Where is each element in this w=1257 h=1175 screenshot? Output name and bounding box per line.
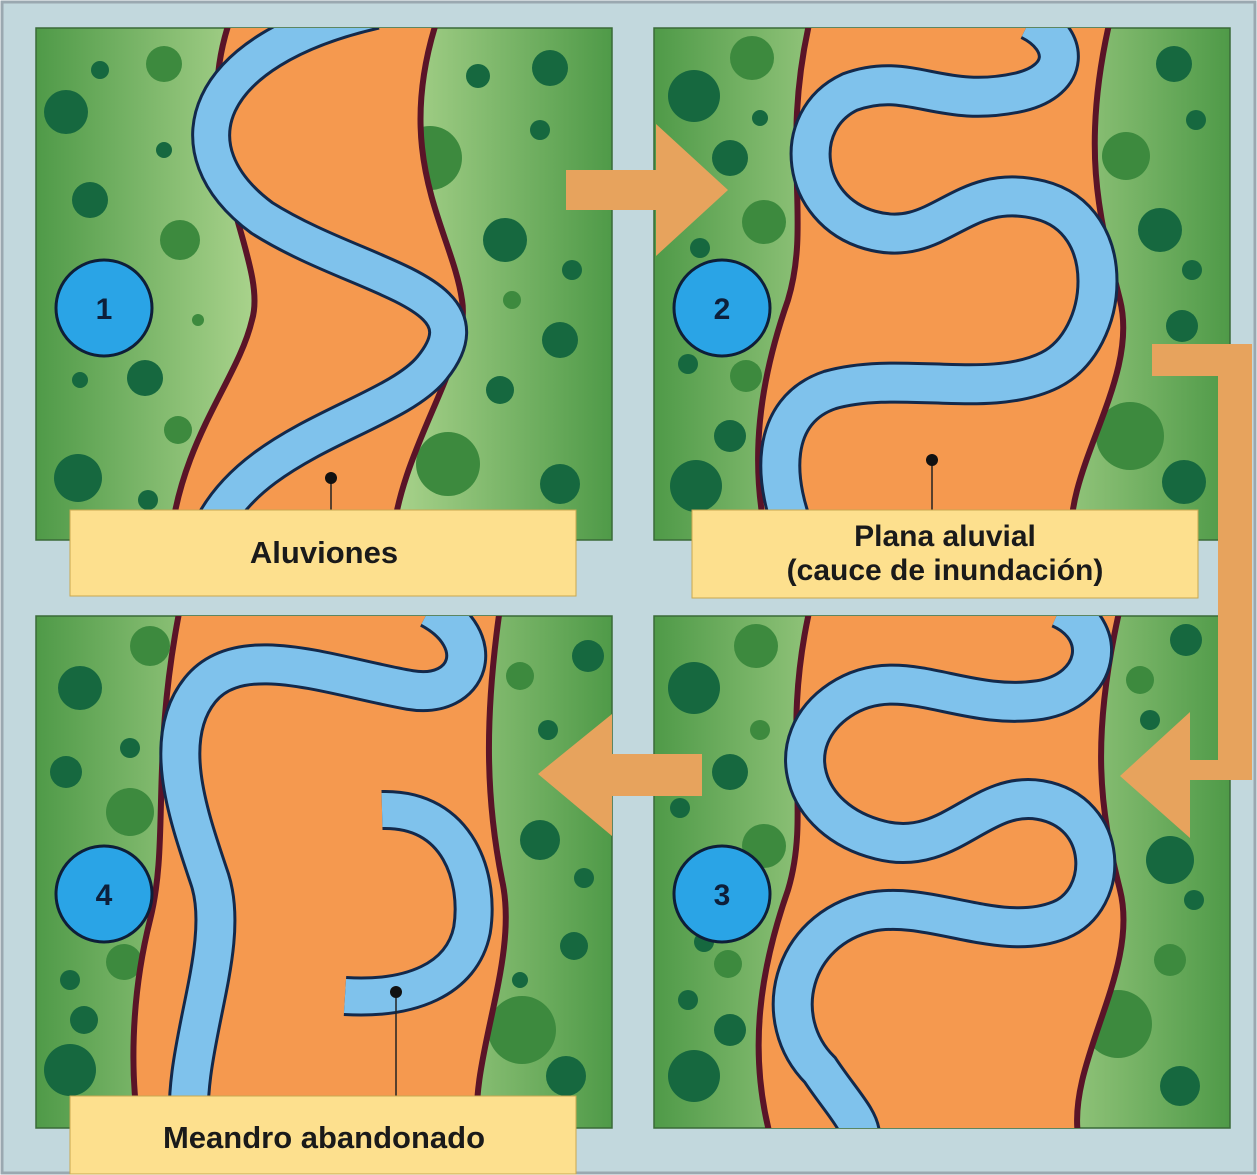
- label-plana-aluvial: Plana aluvial (cauce de inundación): [692, 510, 1198, 598]
- panel-3: 3: [654, 608, 1230, 1135]
- label-meandro-abandonado: Meandro abandonado: [70, 1096, 576, 1174]
- panel-2: 2: [654, 20, 1230, 545]
- panel-1-number: 1: [96, 293, 113, 326]
- label-plana-line1: Plana aluvial: [854, 520, 1036, 553]
- label-meandro-text: Meandro abandonado: [163, 1120, 485, 1155]
- label-plana-line2: (cauce de inundación): [787, 554, 1104, 587]
- label-aluviones: Aluviones: [70, 510, 576, 596]
- panel-4: 4: [36, 608, 612, 1135]
- label-aluviones-text: Aluviones: [250, 535, 398, 570]
- panel-4-number: 4: [96, 879, 113, 912]
- panel-1: 1: [36, 10, 612, 545]
- panel-2-number: 2: [714, 293, 731, 326]
- panel-3-number: 3: [714, 879, 731, 912]
